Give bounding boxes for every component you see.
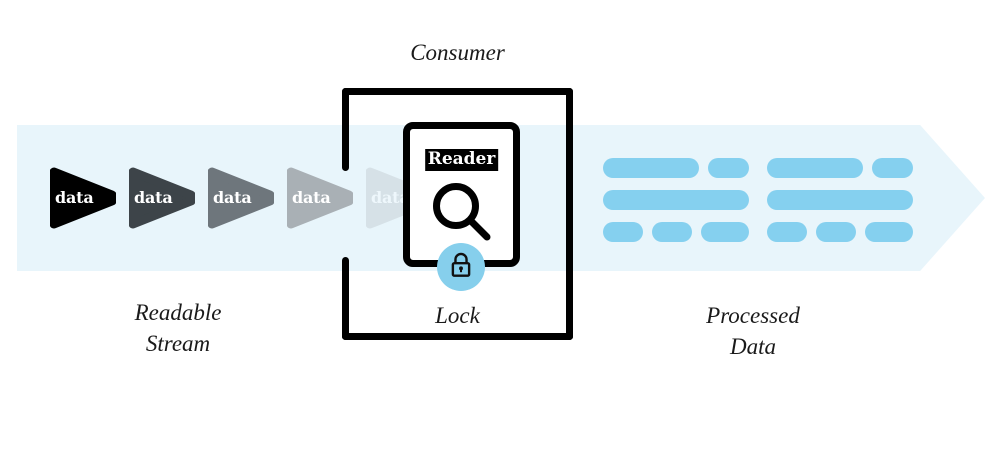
consumer-border-bottom — [342, 333, 573, 340]
data-chunk: data — [129, 167, 195, 229]
processed-data-bar — [603, 222, 644, 242]
lock-icon — [449, 252, 473, 283]
processed-data-bar — [707, 158, 749, 178]
processed-data-row — [767, 190, 913, 210]
processed-data-label-line1: Processed — [706, 303, 800, 328]
reader-card: Reader — [403, 122, 520, 267]
data-chunk-label: data — [292, 188, 331, 207]
lock-label: Lock — [342, 303, 573, 329]
consumer-border-top — [342, 88, 573, 95]
consumer-border-left-upper — [342, 88, 349, 171]
processed-data-bar — [865, 222, 914, 242]
processed-data-bar — [652, 222, 693, 242]
processed-data-bar — [603, 158, 699, 178]
processed-data-bars — [603, 158, 915, 242]
processed-data-row — [603, 190, 749, 210]
processed-data-label: Processed Data — [653, 301, 853, 362]
processed-data-label-line2: Data — [730, 333, 776, 359]
consumer-border-left-lower — [342, 257, 349, 340]
data-chunk-label: data — [55, 188, 94, 207]
data-chunk-label: data — [213, 188, 252, 207]
processed-data-column-1 — [603, 158, 750, 242]
processed-data-bar — [767, 222, 808, 242]
data-chunk: data — [50, 167, 116, 229]
processed-data-bar — [767, 158, 863, 178]
readable-stream-label-line2: Stream — [145, 330, 211, 356]
processed-data-bar — [871, 158, 913, 178]
data-chunk: data — [208, 167, 274, 229]
consumer-boundary — [342, 88, 573, 340]
data-chunk-label: data — [134, 188, 173, 207]
data-chunk: data — [287, 167, 353, 229]
consumer-label: Consumer — [410, 40, 505, 65]
lock-label-text: Lock — [435, 303, 480, 328]
lock-badge — [437, 243, 485, 291]
processed-data-bar — [816, 222, 857, 242]
processed-data-bar — [603, 190, 749, 210]
processed-data-row — [767, 222, 914, 242]
reader-title: Reader — [424, 149, 499, 172]
readable-stream-label-line1: Readable — [134, 300, 222, 325]
processed-data-row — [767, 158, 913, 178]
data-chunk-label: data — [371, 188, 410, 207]
processed-data-bar — [767, 190, 913, 210]
processed-data-bar — [701, 222, 750, 242]
processed-data-column-2 — [767, 158, 914, 242]
processed-data-row — [603, 158, 749, 178]
readable-stream-label: Readable Stream — [78, 298, 278, 359]
consumer-border-right — [566, 88, 573, 340]
magnifier-icon — [431, 181, 493, 243]
processed-data-row — [603, 222, 750, 242]
